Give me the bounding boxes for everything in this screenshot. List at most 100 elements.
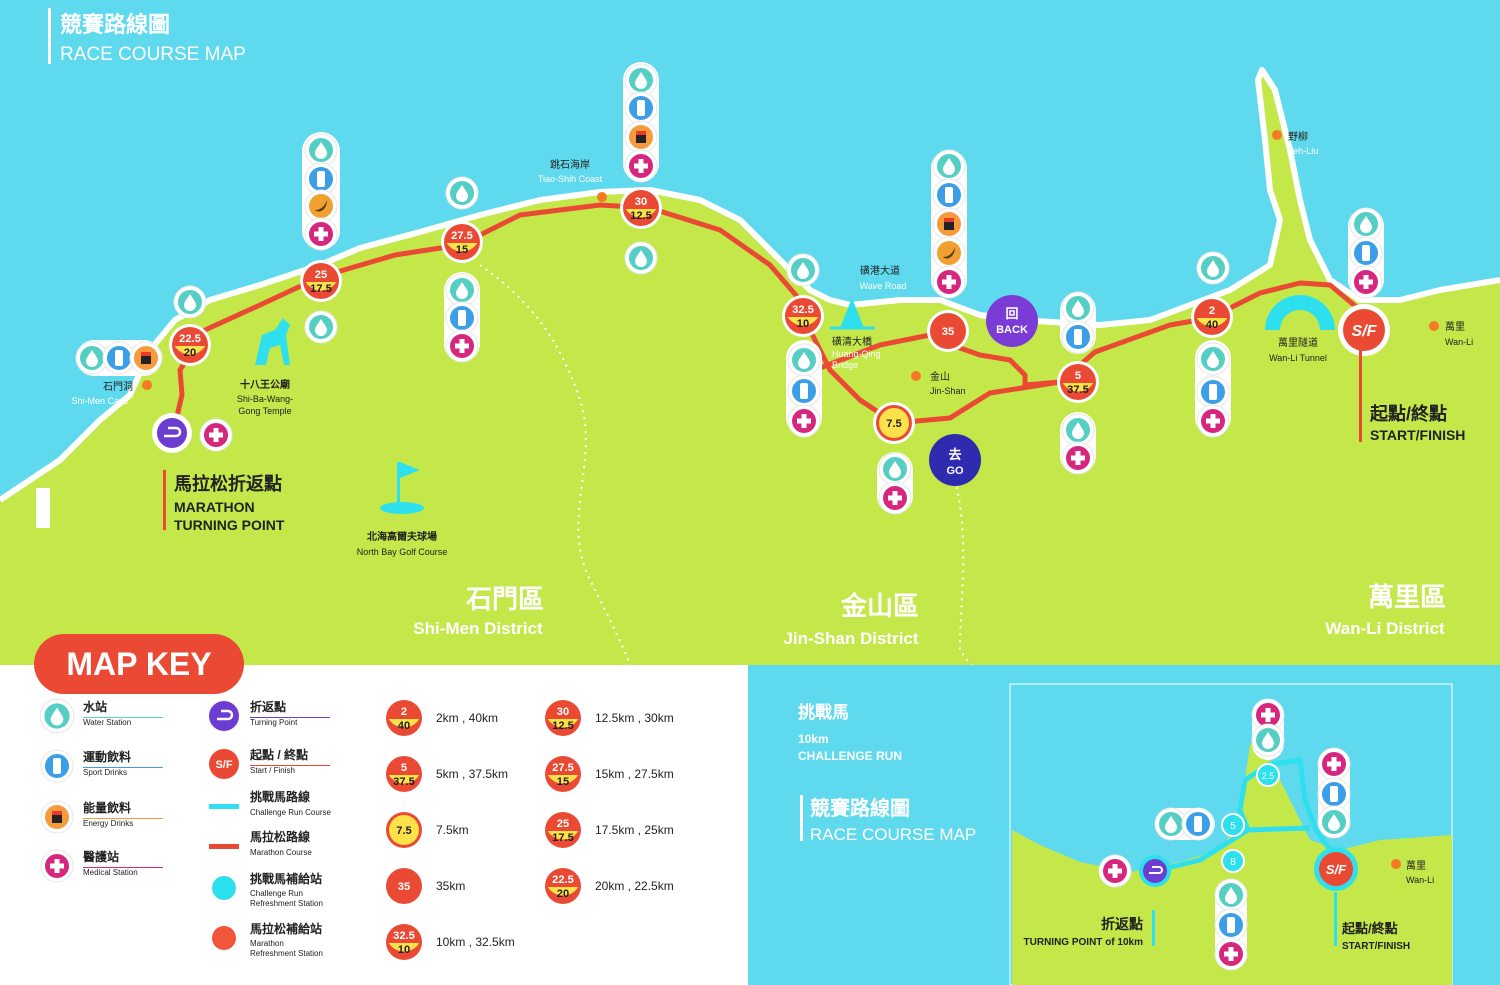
place-tunnel-en: Wan-Li Tunnel <box>1269 353 1327 363</box>
svg-text:Marathon: Marathon <box>250 939 284 948</box>
km-marker: 22.520 <box>169 324 211 366</box>
km-bottom: 10 <box>797 318 809 330</box>
marathon-refresh-icon <box>212 926 236 950</box>
place-temple-en1: Shi-Ba-Wang- <box>237 394 293 404</box>
svg-text:Energy Drinks: Energy Drinks <box>83 819 133 828</box>
lighthouse-icon <box>36 488 50 528</box>
dog-statue-icon <box>255 318 290 365</box>
refreshment-stack-6 <box>931 149 967 299</box>
map-key-title: MAP KEY <box>66 646 211 682</box>
map-key-km-text: 5km , 37.5km <box>436 767 508 781</box>
km-bottom: 20 <box>557 888 569 900</box>
challenge-turn-en: TURNING POINT of 10km <box>1024 937 1144 948</box>
map-key-items: 水站 Water Station 運動飲料 Sport Drinks 能量飲料 Energ… <box>39 698 331 958</box>
map-key-km-text: 7.5km <box>436 823 469 837</box>
map-key-km-text: 35km <box>436 879 465 893</box>
km-top: 2 <box>1209 305 1215 317</box>
svg-text:Refreshment Station: Refreshment Station <box>250 899 323 908</box>
challenge-start-finish: S/F <box>1314 847 1358 891</box>
challenge-start-zh: 起點/終點 <box>1341 921 1398 936</box>
svg-text:Refreshment Station: Refreshment Station <box>250 949 323 958</box>
km-marker: 7.5 <box>873 402 915 444</box>
golf-flag-icon <box>380 462 424 514</box>
challenge-start-en: START/FINISH <box>1342 941 1410 952</box>
place-shimen-cave-zh: 石門洞 <box>103 381 133 393</box>
place-wanli-en: Wan-Li <box>1445 337 1473 347</box>
turn-arrow-icon <box>1149 866 1163 874</box>
km-marker: 7.5 <box>383 809 425 851</box>
back-en: BACK <box>996 324 1028 336</box>
km-top: 7.5 <box>886 418 902 430</box>
svg-text:Sport Drinks: Sport Drinks <box>83 768 127 777</box>
go-marker: 去 GO <box>929 434 981 486</box>
svg-text:Challenge Run Course: Challenge Run Course <box>250 808 331 817</box>
svg-text:Water Station: Water Station <box>83 718 131 727</box>
place-yehliu-en: Yeh-Liu <box>1288 146 1318 156</box>
place-golf-en: North Bay Golf Course <box>357 547 448 557</box>
km-marker: 27.515 <box>542 753 584 795</box>
tunnel-icon <box>1265 295 1335 330</box>
turning-label-zh: 馬拉松折返點 <box>174 473 282 494</box>
svg-text:Challenge Run: Challenge Run <box>250 889 303 898</box>
km-markers: 22.5202517.527.5153012.532.510357.5537.5… <box>169 187 1390 444</box>
refreshment-stack-3 <box>444 176 480 363</box>
refreshment-stack-1 <box>75 340 163 376</box>
refreshment-stack-10 <box>1348 207 1384 299</box>
district-jinshan-zh: 金山區 <box>840 591 919 621</box>
svg-text:馬拉松路線: 馬拉松路線 <box>250 829 310 844</box>
map-key-km-text: 10km , 32.5km <box>436 935 515 949</box>
svg-text:Medical Station: Medical Station <box>83 868 138 877</box>
svg-text:折返點: 折返點 <box>250 699 286 714</box>
place-temple-en2: Gong Temple <box>238 406 291 416</box>
km-top: 27.5 <box>451 230 473 242</box>
km-marker: 240 <box>1191 296 1233 338</box>
challenge-route <box>1154 757 1339 874</box>
svg-text:挑戰馬補給站: 挑戰馬補給站 <box>250 871 322 886</box>
district-wanli-zh: 萬里區 <box>1368 582 1446 612</box>
km-marker: 32.510 <box>782 295 824 337</box>
svg-text:Marathon Course: Marathon Course <box>250 848 312 857</box>
challenge-refresh-icon <box>212 876 236 900</box>
refreshment-stack-7 <box>877 452 913 515</box>
km-marker: 240 <box>383 697 425 739</box>
place-wave-road-zh: 磺港大道 <box>860 264 900 277</box>
place-wave-road-en: Wave Road <box>860 281 907 291</box>
km-top: 22.5 <box>552 874 574 886</box>
challenge-map-en: RACE COURSE MAP <box>810 825 976 844</box>
start-label-zh: 起點/終點 <box>1369 403 1447 424</box>
challenge-title-en2: CHALLENGE RUN <box>798 749 902 763</box>
km-top: 35 <box>942 326 954 338</box>
place-temple-zh: 十八王公廟 <box>240 378 290 391</box>
place-tiaoshih-en: Tiao-Shih Coast <box>538 174 603 184</box>
svg-text:水站: 水站 <box>83 699 107 714</box>
district-shimen-en: Shi-Men District <box>413 619 543 638</box>
marathon-route-loop <box>819 332 1061 388</box>
svg-text:運動飲料: 運動飲料 <box>83 749 131 764</box>
challenge-title-en1: 10km <box>798 732 829 746</box>
km-bottom: 17.5 <box>552 832 574 844</box>
refreshment-stack-8 <box>1060 291 1096 475</box>
medical-station-icon <box>199 418 233 452</box>
land-area <box>0 70 1500 665</box>
header-title-en: RACE COURSE MAP <box>60 44 246 65</box>
svg-text:能量飲料: 能量飲料 <box>83 800 131 815</box>
sport-drink-icon <box>40 749 74 783</box>
svg-text:Turning Point: Turning Point <box>250 718 298 727</box>
map-key-km-text: 17.5km , 25km <box>595 823 674 837</box>
place-tiaoshih-zh: 跳石海岸 <box>550 158 590 171</box>
map-key-item: 折返點 Turning Point <box>209 699 330 731</box>
km-bottom: 17.5 <box>310 283 332 295</box>
refreshment-stack-9 <box>1195 251 1231 438</box>
km-marker: 537.5 <box>1057 361 1099 403</box>
map-key-km-text: 2km , 40km <box>436 711 498 725</box>
turning-point-marker <box>152 413 192 453</box>
challenge-dotted-route-2 <box>954 479 1021 701</box>
